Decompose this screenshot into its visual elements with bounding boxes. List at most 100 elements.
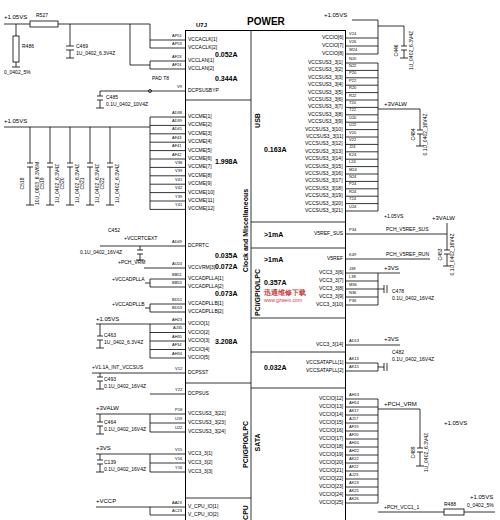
pin-number: V26 xyxy=(349,40,356,44)
pin-name: VCCSUS3_3[11] xyxy=(306,134,343,139)
pin-name: VCCLAN[2] xyxy=(188,66,214,71)
pin-wire xyxy=(150,324,185,325)
pin-wire xyxy=(346,463,378,464)
pin-number: V41 xyxy=(175,178,182,182)
net-label: +PCH_VRM xyxy=(384,401,417,407)
pin-name: VCCIO[22] xyxy=(319,476,343,481)
pin-wire xyxy=(378,363,379,371)
pin-wire xyxy=(378,399,379,503)
ref-designator: C453 xyxy=(438,248,443,260)
pin-wire xyxy=(150,332,185,333)
pin-number: V38 xyxy=(175,161,182,165)
pin-wire xyxy=(150,279,185,280)
pin-name: VCC3_3[6] xyxy=(319,270,343,275)
pin-name: VCC3_3[7] xyxy=(319,278,343,283)
pin-number: R20 xyxy=(349,86,356,90)
pin-number: AD13 xyxy=(349,339,359,343)
pin-number: AC23 xyxy=(172,509,182,513)
pin-name: VCCME[7] xyxy=(188,164,212,169)
pin-name: VCC3_3[8] xyxy=(319,286,343,291)
ref-designator: C520 xyxy=(60,177,65,189)
net-label: +VCCP xyxy=(96,498,116,504)
pin-name: VCCSUS3_3[3] xyxy=(308,75,343,80)
net-label: +3VS xyxy=(384,265,399,271)
pin-number: AF41 xyxy=(172,144,182,148)
right-wires xyxy=(352,20,495,515)
pin-number: AK26 xyxy=(349,497,359,501)
section-label: PCI/GPIO/LPC xyxy=(242,420,249,467)
pin-number: M36 xyxy=(349,283,357,287)
pin-wire xyxy=(150,454,151,472)
pin-number: V24 xyxy=(349,32,356,36)
pin-wire xyxy=(150,91,185,92)
pin-number: L24 xyxy=(349,160,356,164)
pin-name: VCCSUS3_3[22] xyxy=(188,411,226,416)
pin-name: VCCME[11] xyxy=(188,198,214,203)
pin-number: AP53 xyxy=(172,42,182,46)
pin-name: DCPSUS xyxy=(188,391,209,396)
pin-name: VCCSUS3_3[21] xyxy=(305,208,343,213)
pin-number: U24 xyxy=(349,205,356,209)
pin-number: AH34 xyxy=(172,352,182,356)
pin-name: VCCSUS3_3[15] xyxy=(305,164,343,169)
pin-wire xyxy=(346,407,378,408)
pin-number: AK22 xyxy=(349,457,359,461)
pin-wire xyxy=(150,192,185,193)
pin-name: VCCSUS3_3[10] xyxy=(305,127,343,132)
pin-name: VCC3_3[1] xyxy=(188,451,212,456)
pin-wire xyxy=(378,38,379,54)
pin-number: BD53 xyxy=(172,306,182,310)
ref-designator: C519 xyxy=(40,177,45,189)
pin-number: N24 xyxy=(349,175,356,179)
pin-name: VCCSUS3_3[2] xyxy=(308,67,343,72)
pin-wire xyxy=(150,150,185,151)
pin-number: AK23 xyxy=(349,481,359,485)
pin-name: VCCIO[4] xyxy=(188,347,209,352)
ref-designator: C521 xyxy=(80,177,85,189)
ref-designator: R488 xyxy=(444,502,456,507)
pin-wire xyxy=(378,63,379,211)
pin-wire xyxy=(150,287,185,288)
component-value: 0.1U_0402_16V4Z xyxy=(104,467,146,472)
pin-name: VCCIO[21] xyxy=(319,468,343,473)
part-ref: U7J xyxy=(196,22,207,28)
pin-name: VCCACLK[2] xyxy=(188,45,217,50)
current-value: 0.357A xyxy=(264,279,287,286)
pin-number: P34 xyxy=(349,228,356,232)
pin-name: VCCSUS3_3[5] xyxy=(308,90,343,95)
net-label: +PCH_VRM xyxy=(118,260,145,265)
component-value: 0_0402_5% xyxy=(4,70,31,75)
pin-number: T20 xyxy=(349,101,356,105)
pin-number: AP51 xyxy=(172,34,182,38)
pin-wire xyxy=(150,69,185,70)
current-value: 0.163A xyxy=(264,146,287,153)
pin-number: V22 xyxy=(349,138,356,142)
pin-number: AU24 xyxy=(172,262,182,266)
pin-wire xyxy=(150,304,151,312)
pin-name: VCCSUS3_3[18] xyxy=(305,186,343,191)
pin-wire xyxy=(150,40,185,41)
pin-name: VCCIO[14] xyxy=(319,412,343,417)
left-wires xyxy=(4,21,152,507)
pin-wire xyxy=(346,211,378,212)
pin-name: VCCME[3] xyxy=(188,131,212,136)
pin-name: VCCACLK[1] xyxy=(188,37,217,42)
net-label: +3VS xyxy=(96,445,111,451)
pin-wire xyxy=(150,167,185,168)
pin-number: AF23 xyxy=(172,55,182,59)
pin-wire xyxy=(150,175,185,176)
pin-number: N36 xyxy=(349,291,356,295)
pin-wire xyxy=(150,61,185,62)
net-label: +V1.1A_INT_VCCSUS xyxy=(92,365,143,370)
pin-wire xyxy=(150,472,185,473)
pin-name: VCCSUS3_3[20] xyxy=(305,201,343,206)
net-label: PCH_V5REF_SUS xyxy=(386,227,429,232)
pin-name: VCCSUS3_3[6] xyxy=(308,97,343,102)
pin-number: R22 xyxy=(349,94,356,98)
pin-number: W24 xyxy=(349,48,357,52)
current-value: >1mA xyxy=(264,231,283,238)
pin-number: P20 xyxy=(349,71,356,75)
section-label: PCI/GPIO/LPC xyxy=(254,268,261,315)
pin-wire xyxy=(150,246,185,247)
pin-number: AK25 xyxy=(349,489,359,493)
